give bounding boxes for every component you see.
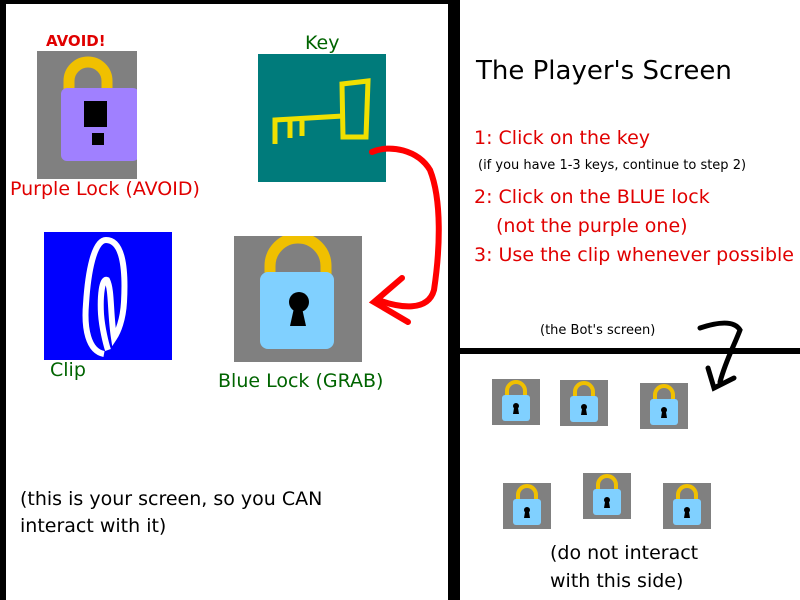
- left-border: [0, 0, 6, 600]
- instruction-step-1-note: (if you have 1-3 keys, continue to step …: [478, 158, 747, 173]
- purple-lock-tile[interactable]: [37, 51, 137, 179]
- instruction-step-1: 1: Click on the key: [474, 127, 651, 149]
- bot-blue-lock-icon: [492, 379, 540, 425]
- clip-tile[interactable]: [44, 232, 172, 360]
- bot-lock-tile: [583, 473, 631, 519]
- blue-lock-label: Blue Lock (GRAB): [218, 370, 384, 392]
- blue-lock-icon: [234, 236, 362, 362]
- bot-lock-tile: [640, 383, 688, 429]
- bot-screen-label: (the Bot's screen): [540, 323, 656, 338]
- player-screen-note-2: interact with it): [20, 515, 167, 537]
- avoid-tag: AVOID!: [46, 32, 106, 50]
- bot-blue-lock-icon: [503, 483, 551, 529]
- instruction-step-2: 2: Click on the BLUE lock: [474, 186, 710, 208]
- black-arrow-icon: [697, 320, 743, 392]
- bot-lock-tile: [503, 483, 551, 529]
- key-label: Key: [305, 32, 340, 54]
- bot-blue-lock-icon: [560, 380, 608, 426]
- bot-lock-tile: [560, 380, 608, 426]
- bot-screen-note-1: (do not interact: [550, 542, 699, 564]
- key-tile[interactable]: [258, 54, 386, 182]
- player-screen-note-1: (this is your screen, so you CAN: [20, 488, 323, 510]
- instruction-step-2-note: (not the purple one): [496, 215, 688, 237]
- red-arrow-icon: [368, 145, 442, 325]
- clip-label: Clip: [50, 359, 86, 381]
- purple-lock-label: Purple Lock (AVOID): [10, 178, 200, 200]
- instruction-step-3: 3: Use the clip whenever possible: [474, 244, 794, 266]
- key-icon: [258, 54, 386, 182]
- bot-blue-lock-icon: [663, 483, 711, 529]
- vertical-divider: [448, 0, 460, 600]
- bot-screen-note-2: with this side): [550, 570, 684, 592]
- blue-lock-tile[interactable]: [234, 236, 362, 362]
- bot-lock-tile: [663, 483, 711, 529]
- purple-lock-icon: [37, 51, 137, 179]
- bot-blue-lock-icon: [583, 473, 631, 519]
- bot-blue-lock-icon: [640, 383, 688, 429]
- instructions-title: The Player's Screen: [476, 56, 732, 86]
- top-border: [0, 0, 460, 4]
- paperclip-icon: [44, 232, 172, 360]
- horizontal-divider: [458, 348, 800, 354]
- bot-lock-tile: [492, 379, 540, 425]
